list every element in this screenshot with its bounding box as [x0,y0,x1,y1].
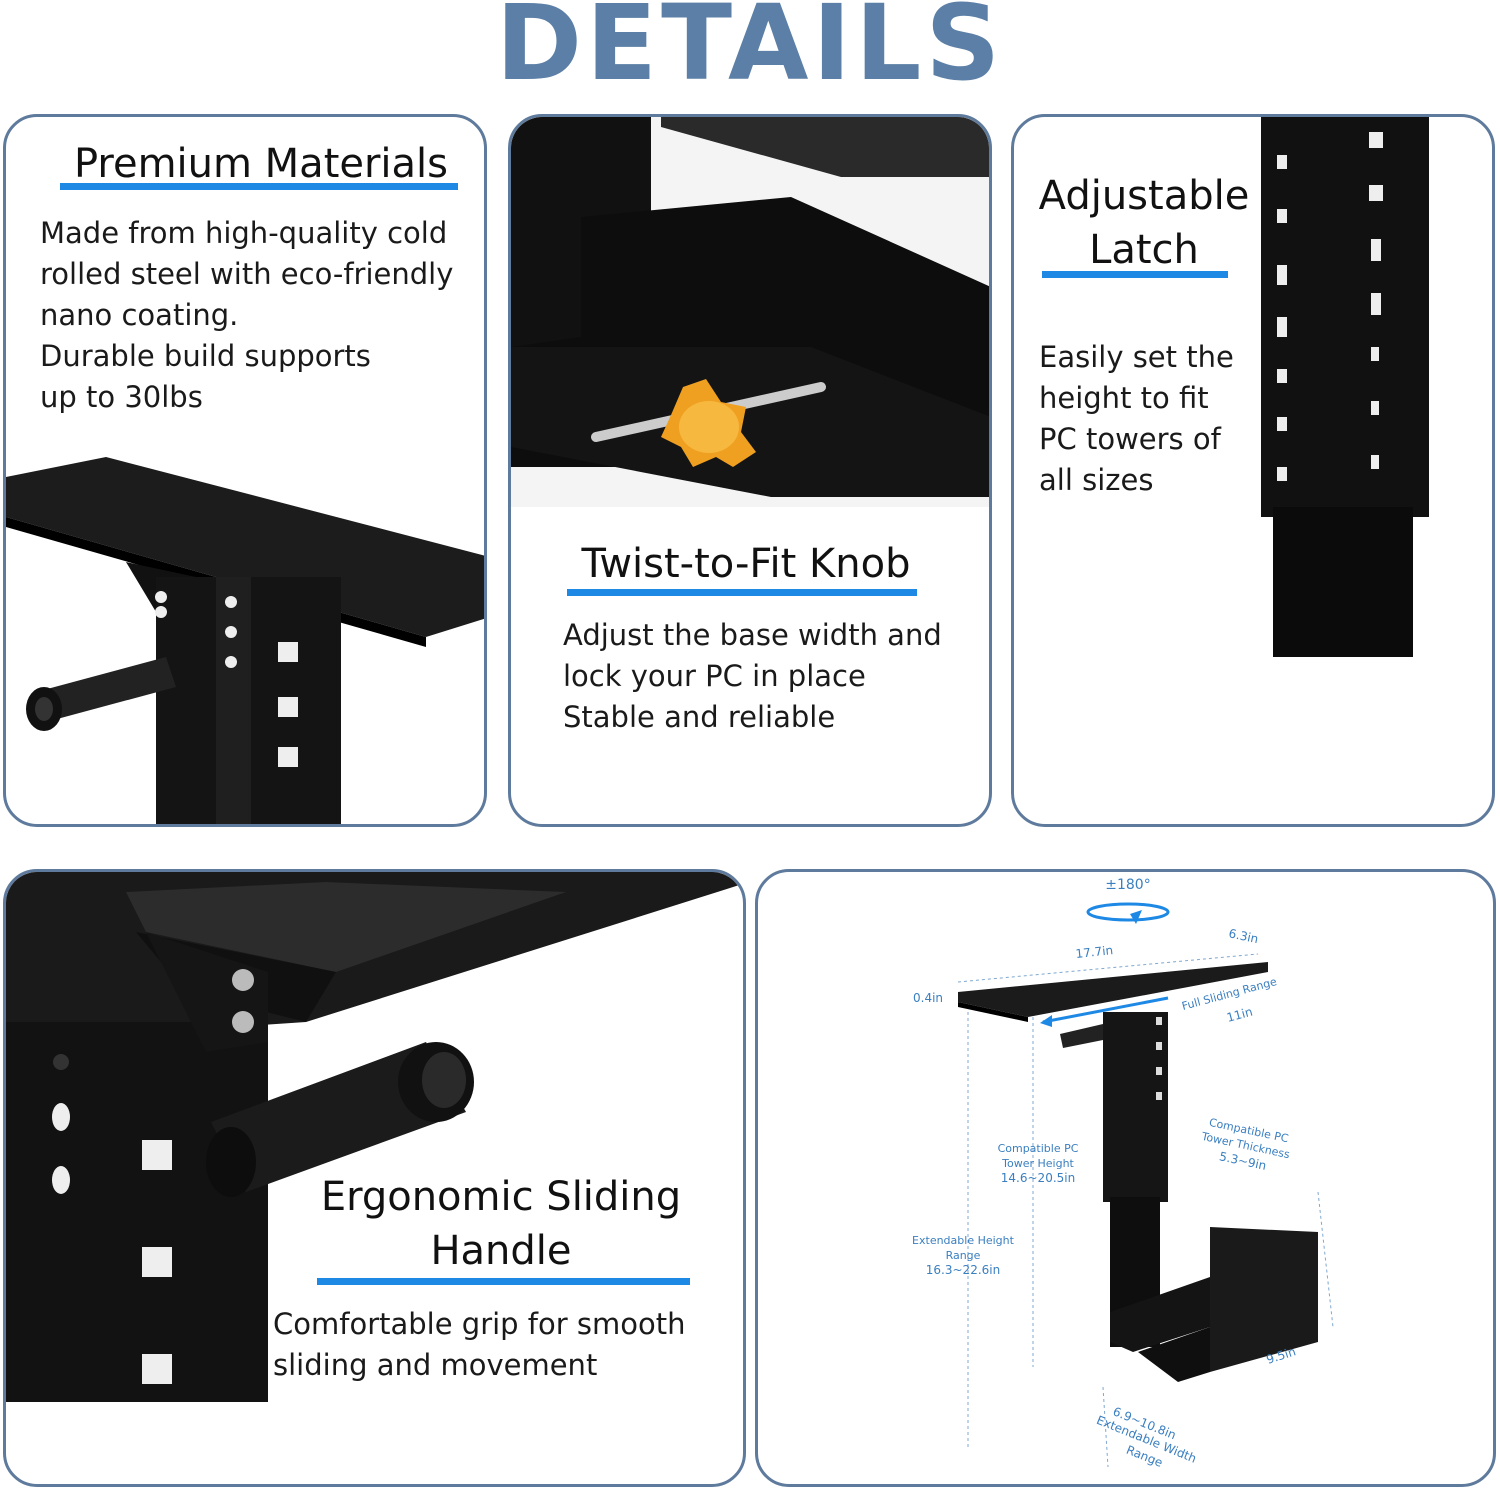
mount-bracket-illustration [6,457,484,824]
sliding-handle-underline [317,1278,690,1285]
latch-line-4: all sizes [1039,463,1154,497]
latch-column-illustration [1261,117,1429,657]
panel-twist-knob: Twist-to-Fit Knob Adjust the base width … [508,114,992,827]
length-label: 17.7in [1075,943,1114,961]
sliding-handle-heading: Ergonomic Sliding Handle [306,1170,696,1278]
rotation-label: ±180° [1105,877,1150,893]
ext-height-line-2: Range [946,1249,981,1262]
twist-knob-underline [567,589,917,596]
handle-heading-line-2: Handle [430,1228,572,1274]
knob-illustration [511,117,989,507]
premium-materials-heading: Premium Materials [73,141,449,187]
handle-line-1: Comfortable grip for smooth [273,1307,686,1341]
panel-adjustable-latch: Adjustable Latch Easily set the height t… [1011,114,1495,827]
panel-premium-materials: Premium Materials Made from high-quality… [3,114,487,827]
handle-heading-line-1: Ergonomic Sliding [320,1174,682,1220]
latch-line-3: PC towers of [1039,422,1221,456]
materials-line-4: Durable build supports [40,339,371,373]
panel-dimensions-diagram: ±180° 17.7in 6.3in 0.4in Full Sliding Ra… [755,869,1496,1487]
panel-sliding-handle: Ergonomic Sliding Handle Comfortable gri… [3,869,746,1487]
adjustable-latch-underline [1042,271,1228,278]
knob-line-3: Stable and reliable [563,700,836,734]
materials-line-5: up to 30lbs [40,380,203,414]
rotation-arrowhead-icon [1130,910,1142,924]
adjustable-latch-heading: Adjustable Latch [1034,169,1254,277]
knob-line-1: Adjust the base width and [563,618,942,652]
latch-heading-line-1: Adjustable [1038,173,1250,219]
sliding-handle-text: Comfortable grip for smooth sliding and … [273,1304,686,1386]
premium-materials-underline [60,183,458,190]
latch-line-2: height to fit [1039,381,1209,415]
twist-knob-heading: Twist-to-Fit Knob [581,541,911,587]
latch-line-1: Easily set the [1039,340,1234,374]
materials-line-3: nano coating. [40,298,239,332]
materials-line-2: rolled steel with eco-friendly [40,257,454,291]
knob-line-2: lock your PC in place [563,659,866,693]
thickness-label: 0.4in [913,991,943,1005]
width-label: 6.3in [1227,926,1259,946]
tower-height-line-3: 14.6~20.5in [1001,1171,1075,1185]
page-title: DETAILS [495,0,1005,104]
ext-height-line-3: 16.3~22.6in [926,1263,1000,1277]
adjustable-latch-text: Easily set the height to fit PC towers o… [1039,337,1234,501]
rotation-arrow-icon [1086,902,1170,922]
handle-line-2: sliding and movement [273,1348,598,1382]
tower-height-line-1: Compatible PC [998,1142,1079,1155]
ext-height-line-1: Extendable Height [912,1234,1015,1247]
twist-knob-text: Adjust the base width and lock your PC i… [563,615,942,738]
handle-illustration [6,872,743,1402]
tower-height-line-2: Tower Height [1001,1157,1074,1170]
materials-line-1: Made from high-quality cold [40,216,448,250]
dimensions-diagram: ±180° 17.7in 6.3in 0.4in Full Sliding Ra… [912,877,1334,1470]
sliding-range-value: 11in [1225,1005,1254,1025]
premium-materials-text: Made from high-quality cold rolled steel… [40,213,453,418]
latch-heading-line-2: Latch [1089,227,1199,273]
